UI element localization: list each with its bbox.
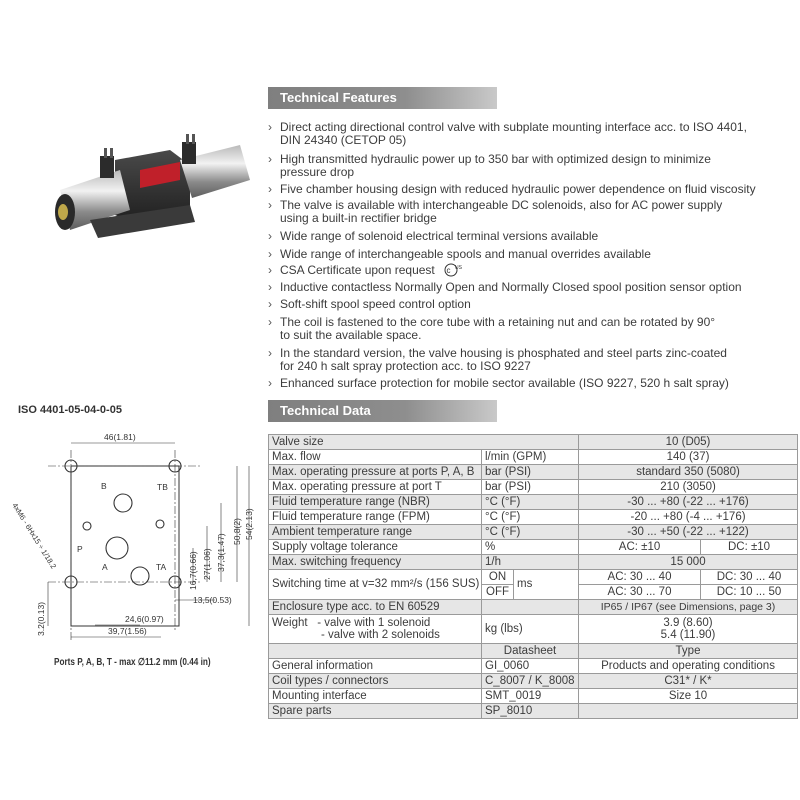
bullet-icon: › [268, 376, 272, 390]
feature-item: › CSA Certificate upon request [268, 264, 788, 277]
csa-icon: c US [444, 262, 464, 283]
bullet-icon: › [268, 182, 272, 196]
bullet-icon: › [268, 120, 272, 134]
port-ta-label: TA [156, 562, 167, 572]
feature-text: The coil is fastened to the core tube wi… [280, 315, 716, 329]
mounting-interface-drawing: B TB P A TA 46(1.81) 39,7(1.56) 24,6(0.9… [0, 420, 265, 665]
table-row: Switching time at v=32 mm²/s (156 SUS) O… [268, 569, 799, 600]
svg-text:4xM6 - 6Hx15 ÷ 1/18.2: 4xM6 - 6Hx15 ÷ 1/18.2 [10, 501, 58, 570]
ports-note: Ports P, A, B, T - max ∅11.2 mm (0.44 in… [54, 657, 211, 668]
drawing-title: ISO 4401-05-04-0-05 [18, 404, 122, 416]
svg-text:c: c [447, 266, 451, 275]
feature-text: to suit the available space. [280, 327, 422, 342]
svg-text:13,5(0.53): 13,5(0.53) [193, 595, 232, 605]
table-row: Weight - valve with 1 solenoid - valve w… [268, 614, 799, 644]
svg-text:16,7(0.66): 16,7(0.66) [188, 551, 198, 590]
table-row: Valve size 10 (D05) [267, 434, 799, 450]
bullet-icon: › [268, 263, 272, 277]
port-tb-label: TB [157, 482, 168, 492]
feature-text: Soft-shift spool speed control option [280, 297, 471, 311]
feature-item: › Enhanced surface protection for mobile … [268, 377, 788, 390]
feature-text: Wide range of solenoid electrical termin… [280, 229, 599, 243]
bullet-icon: › [268, 229, 272, 243]
svg-text:37,3(1.47): 37,3(1.47) [216, 533, 226, 572]
svg-text:24,6(0.97): 24,6(0.97) [125, 614, 164, 624]
port-b-label: B [101, 481, 107, 491]
feature-text: DIN 24340 (CETOP 05) [280, 132, 407, 147]
svg-text:US: US [455, 265, 463, 271]
bullet-icon: › [268, 346, 272, 360]
feature-text: Enhanced surface protection for mobile s… [280, 376, 729, 390]
table-row: Fluid temperature range (FPM)°C (°F) -20… [268, 509, 799, 525]
feature-item: › High transmitted hydraulic power up to … [268, 153, 788, 178]
table-row: Max. operating pressure at ports P, A, B… [268, 464, 799, 480]
port-a-label: A [102, 562, 108, 572]
svg-text:39,7(1.56): 39,7(1.56) [108, 626, 147, 636]
feature-text: In the standard version, the valve housi… [280, 346, 727, 360]
feature-text: pressure drop [280, 164, 355, 179]
feature-item: › In the standard version, the valve hous… [268, 347, 788, 372]
feature-text: Inductive contactless Normally Open and … [280, 280, 742, 294]
bullet-icon: › [268, 315, 272, 329]
svg-text:46(1.81): 46(1.81) [104, 432, 136, 442]
table-row: Datasheet Type [268, 643, 799, 659]
feature-text: Direct acting directional control valve … [280, 120, 747, 134]
feature-text: The valve is available with interchangea… [280, 198, 723, 212]
svg-text:3.2(0.13): 3.2(0.13) [36, 602, 46, 636]
feature-item: › Wide range of solenoid electrical termi… [268, 230, 788, 243]
feature-item: › The valve is available with interchange… [268, 199, 788, 224]
svg-text:50,8(2): 50,8(2) [232, 518, 242, 545]
port-p-label: P [77, 544, 83, 554]
feature-item: › Inductive contactless Normally Open and… [268, 281, 788, 294]
technical-features-header: Technical Features [268, 87, 497, 109]
table-row: Enclosure type acc. to EN 60529 IP65 / I… [268, 599, 799, 615]
feature-text: Wide range of interchangeable spools and… [280, 247, 651, 261]
bullet-icon: › [268, 152, 272, 166]
svg-text:27(1.06): 27(1.06) [202, 548, 212, 580]
feature-item: › The coil is fastened to the core tube w… [268, 316, 788, 341]
table-row: Ambient temperature range°C (°F) -30 ...… [268, 524, 799, 540]
feature-text: using a built-in rectifier bridge [280, 210, 437, 225]
feature-item: › Direct acting directional control valve… [268, 121, 788, 146]
feature-text: Five chamber housing design with reduced… [280, 182, 756, 196]
feature-item: › Soft-shift spool speed control option [268, 298, 788, 311]
bullet-icon: › [268, 280, 272, 294]
feature-item: › Wide range of interchangeable spools an… [268, 248, 788, 261]
technical-data-header: Technical Data [268, 400, 497, 422]
feature-text: for 240 h salt spray protection acc. to … [280, 358, 531, 373]
bullet-icon: › [268, 247, 272, 261]
feature-text: CSA Certificate upon request [280, 263, 435, 277]
feature-item: › Five chamber housing design with reduce… [268, 183, 788, 196]
bullet-icon: › [268, 297, 272, 311]
svg-text:54(2.13): 54(2.13) [244, 508, 254, 540]
bullet-icon: › [268, 198, 272, 212]
feature-text: High transmitted hydraulic power up to 3… [280, 152, 711, 166]
valve-product-image [20, 120, 260, 240]
table-row: Fluid temperature range (NBR)°C (°F) -30… [268, 494, 799, 510]
